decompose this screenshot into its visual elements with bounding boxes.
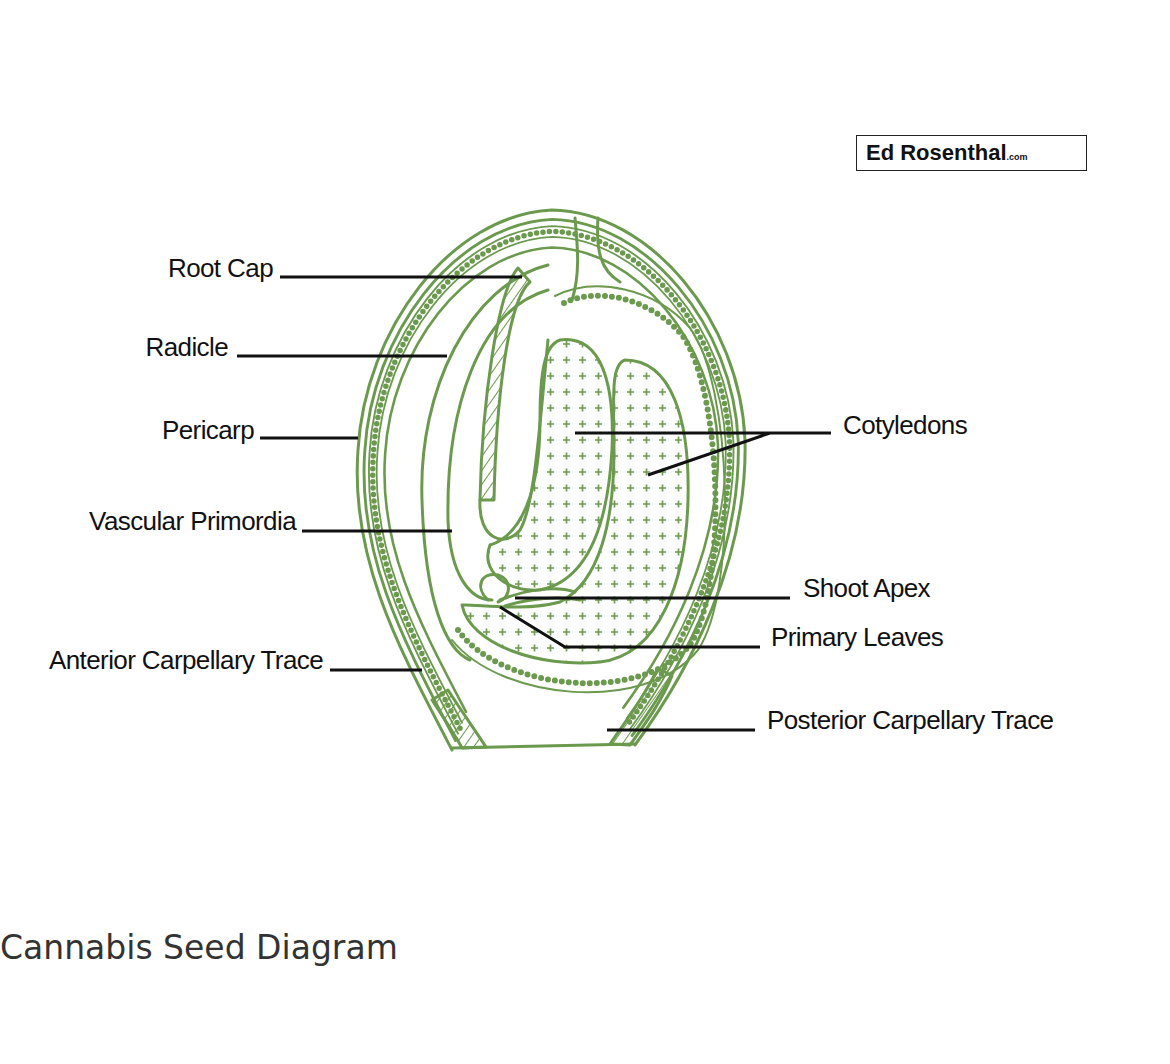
logo-text: Ed Rosenthal [866,140,1007,165]
part-label: Pericarp [162,415,254,445]
part-label: Anterior Carpellary Trace [49,645,323,675]
seed-layer [369,226,734,734]
part-label: Shoot Apex [803,573,930,603]
leader-line [280,276,522,279]
leader-line [330,669,422,672]
leader-line [500,607,760,647]
leader-line [515,597,790,600]
carpellary-trace [610,668,672,745]
seed-layer [384,248,718,712]
cotyledon [462,360,688,663]
part-label: Posterior Carpellary Trace [767,705,1053,735]
figure-caption: Cannabis Seed Diagram [0,928,398,968]
leader-line [607,729,755,732]
beaded-layer [373,231,730,728]
seed-layer [364,219,738,740]
cotyledon [488,340,613,591]
part-label: Primary Leaves [771,622,943,652]
part-label: Root Cap [168,253,273,283]
logo-text: .com [1007,152,1028,162]
leader-line [260,437,358,440]
logo-box: Ed Rosenthal.com [856,135,1087,171]
carpellary-trace [432,690,486,748]
part-label: Cotyledons [843,410,967,440]
leader-line [237,355,447,358]
leader-line [575,433,831,475]
part-label: Radicle [145,332,228,362]
seed-layer [377,237,726,723]
leader-line [302,530,452,533]
root-cap-hatch [480,268,530,500]
part-label: Vascular Primordia [89,506,296,536]
